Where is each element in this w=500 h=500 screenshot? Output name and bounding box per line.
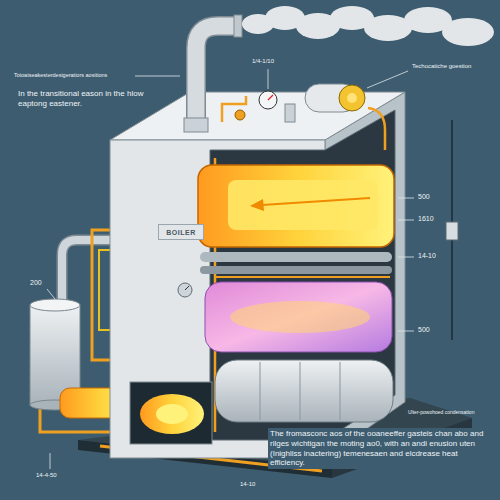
leader-line [398,257,414,258]
cutaway [210,110,395,440]
annotation-label: Ulter-powohoed condensation [408,409,498,415]
chimney-end [234,15,242,37]
glow [230,301,370,333]
gauge-needle [268,95,273,100]
annotation-label: 14-4-50 [36,472,57,479]
annotation-label: 14-10 [238,481,257,488]
annotation-label: Toioatseakesterdesigeratiors aositions [14,72,139,79]
chimney-collar [184,118,208,132]
annotation-label: 1/4-1/10 [252,58,274,65]
burner-chamber [198,165,394,247]
fitting [285,104,295,122]
callout-number: 500 [418,193,430,201]
chimney [196,26,236,130]
tank-ribs [260,362,340,420]
callout-number: 500 [418,326,430,334]
callout-number: 1610 [418,215,434,223]
leader-lines [47,69,414,469]
leader-line [398,220,414,221]
valve [235,110,245,120]
caption-text: The fromasconc aos of the ooaneeffer gas… [268,428,496,469]
dial-needle [185,286,189,290]
pipe [368,108,385,150]
leader-line [47,289,55,299]
smoke-puff [442,18,494,46]
pressure-gauge [259,91,277,109]
pipe [200,252,392,262]
vessel-cap-center [347,93,357,103]
fire [140,394,204,434]
leader-line [367,71,408,88]
vessel-cap [339,85,365,111]
fire-core [156,404,188,424]
leader-line [398,331,414,332]
flame-core [228,180,378,230]
arrow-head [250,199,264,211]
leader-line [50,453,51,469]
pipe [215,276,390,278]
leader-line [135,76,180,77]
heat-exchanger [205,282,392,352]
switch-box [446,222,458,240]
pipe [200,266,392,274]
pipe [99,250,110,330]
dial [178,283,192,297]
leader-line [398,198,414,199]
boiler-nameplate: BOILER [158,224,204,240]
tank-top [30,299,80,311]
firebox [130,382,212,444]
callout-number: 14-10 [418,252,436,260]
smoke [242,6,494,46]
node-text: BOILER [166,229,195,236]
chimney-outline [196,26,236,130]
pipe [92,230,110,360]
pipe [222,96,246,122]
leader-line [268,69,269,89]
flow-arrow [262,198,370,205]
annotation-label: In the transitional eason in the hlow ea… [18,89,168,108]
water-tank [215,360,393,422]
annotation-label: Techocatiche goestion [412,63,498,70]
callout-number: 200 [30,279,42,287]
